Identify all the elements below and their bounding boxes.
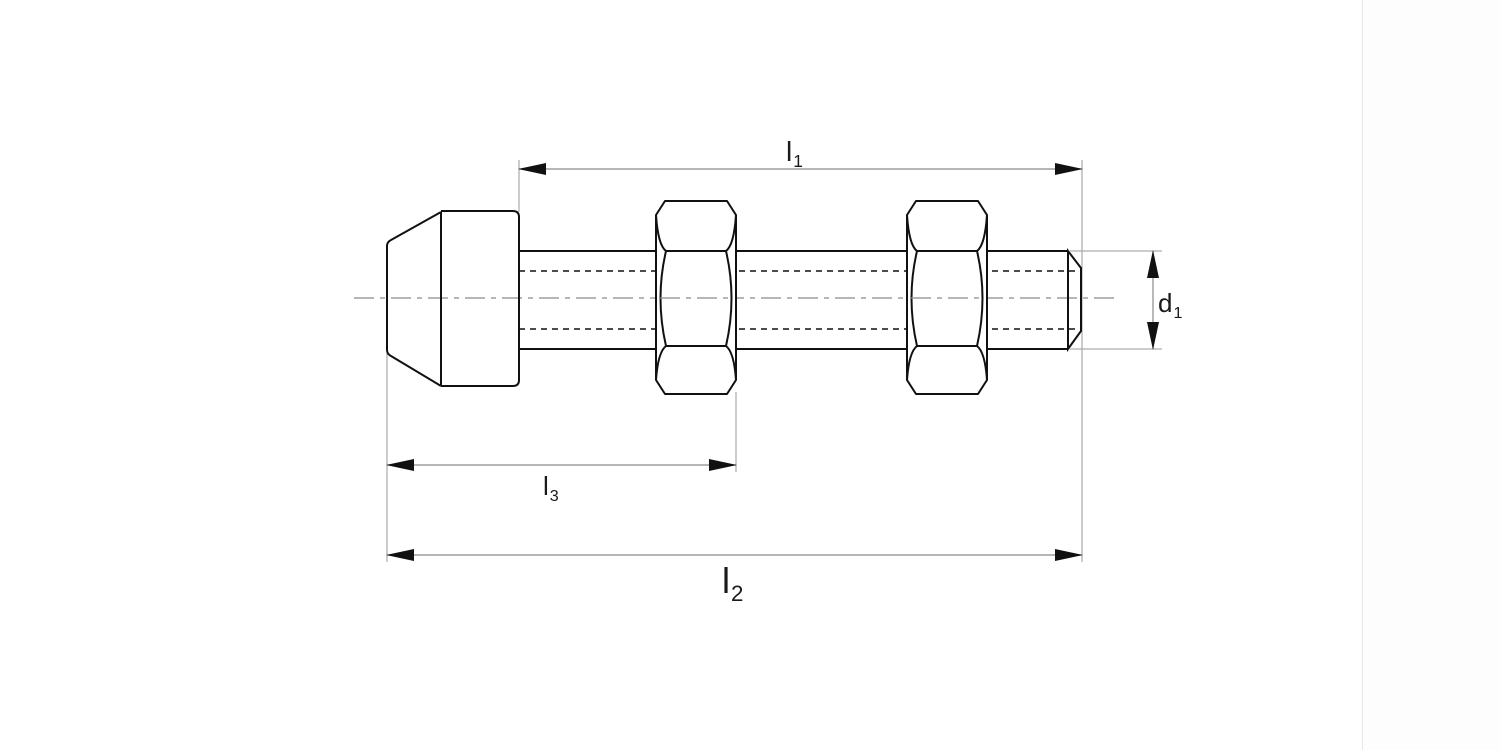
dim-subscript: 1 (1173, 303, 1183, 322)
dimension-lines (386, 163, 1159, 561)
dimension-label-l3: l3 (543, 471, 559, 504)
dim-subscript: 3 (549, 486, 559, 505)
thread-root-lines (519, 270, 1081, 330)
cone-cap (386, 210, 520, 387)
extension-lines (386, 160, 1162, 562)
dimension-label-d1: d1 (1158, 288, 1182, 321)
dim-symbol: l (722, 560, 730, 601)
hex-nut-2 (906, 200, 988, 395)
dimension-label-l1: l1 (786, 136, 803, 170)
dimension-label-l2: l2 (722, 560, 743, 605)
dim-symbol: l (786, 136, 793, 167)
threaded-shaft (519, 248, 1082, 353)
right-margin-panel (1362, 0, 1500, 750)
dim-subscript: 1 (793, 151, 803, 172)
dim-symbol: d (1158, 288, 1173, 318)
dim-symbol: l (543, 471, 549, 501)
dim-subscript: 2 (731, 580, 744, 606)
hex-nut-1 (655, 200, 737, 395)
